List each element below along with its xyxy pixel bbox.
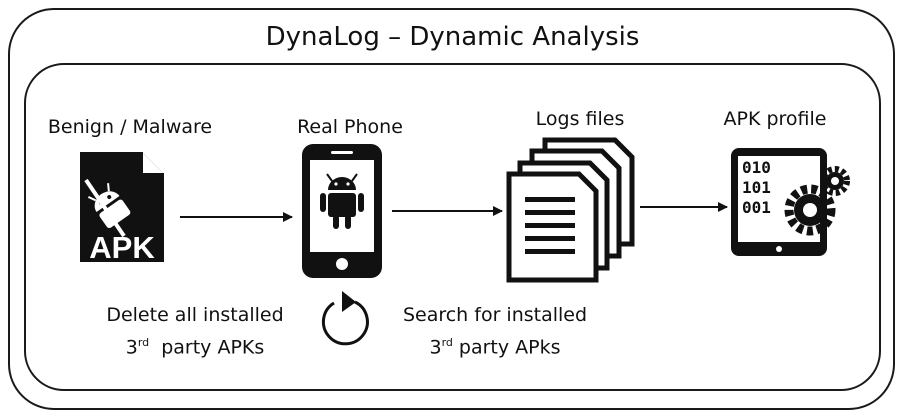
smartphone-android-icon xyxy=(302,144,382,278)
stacked-documents-icon xyxy=(506,137,635,283)
stage-label-real-phone: Real Phone xyxy=(297,116,403,138)
caption-delete-line1: Delete all installed xyxy=(106,304,284,326)
caption-search-line2: 3rd party APks xyxy=(429,336,561,359)
apk-file-icon: APK xyxy=(80,152,164,265)
android-logo-icon xyxy=(87,183,131,229)
inner-frame xyxy=(24,63,881,391)
diagram-title: DynaLog – Dynamic Analysis xyxy=(265,22,640,52)
apk-badge-text: APK xyxy=(89,230,155,265)
small-gear-icon xyxy=(820,166,850,196)
stage-label-benign-malware: Benign / Malware xyxy=(47,116,213,138)
caption-delete-apks: Delete all installed 3rd party APKs xyxy=(100,302,290,361)
refresh-cycle-icon xyxy=(321,291,369,346)
binary-row-2: 101 xyxy=(742,178,771,197)
binary-row-3: 001 xyxy=(742,198,771,217)
caption-delete-line2: 3rd party APKs xyxy=(125,336,265,359)
android-robot-icon xyxy=(320,173,364,229)
caption-search-apks: Search for installed 3rd party APks xyxy=(395,302,595,361)
tablet-binary-gears-icon: 010 101 001 xyxy=(731,148,850,256)
stage-label-apk-profile: APK profile xyxy=(723,108,827,130)
caption-search-line1: Search for installed xyxy=(402,304,588,326)
outer-frame xyxy=(8,8,895,410)
large-gear-icon xyxy=(784,184,836,236)
binary-row-1: 010 xyxy=(742,158,771,177)
stage-label-logs-files: Logs files xyxy=(535,108,625,130)
